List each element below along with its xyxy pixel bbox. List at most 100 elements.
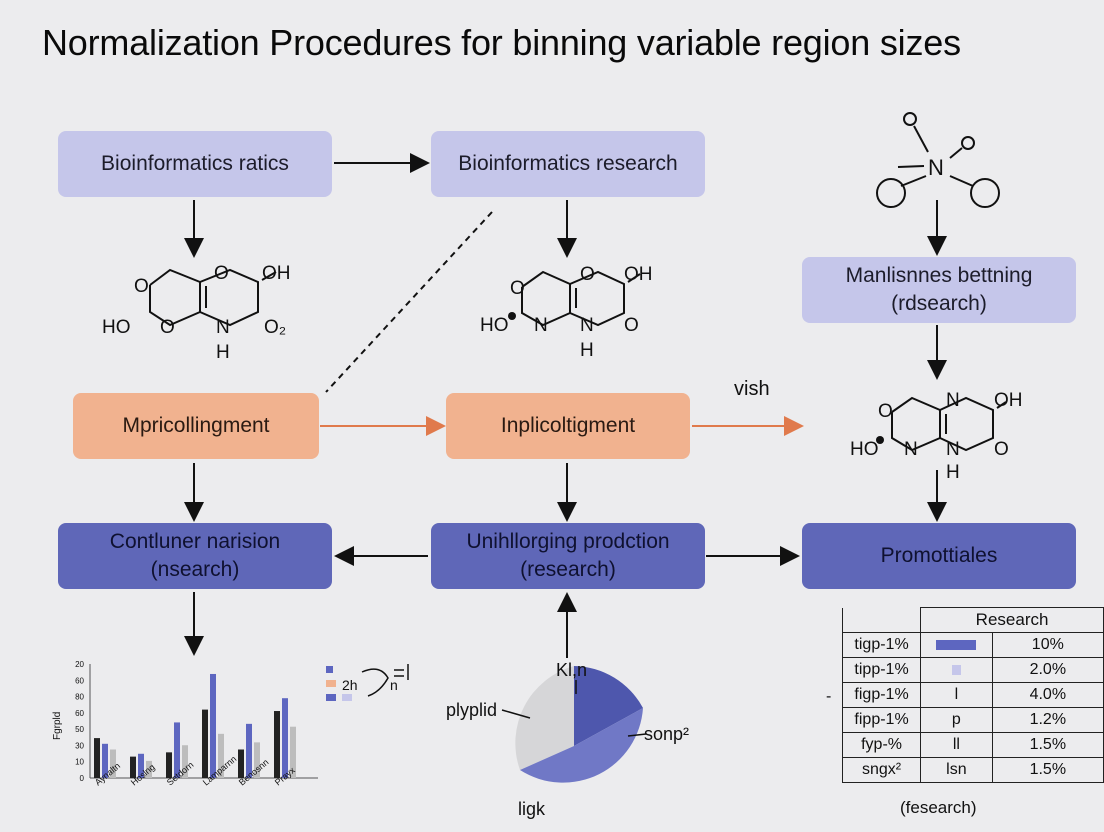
box-label-line1: Manlisnnes bettning [845,264,1033,287]
bar-swatch [936,639,977,650]
pie-slice-light [515,666,574,770]
molecule-2-labels: O O OH HO N N H O [480,264,653,361]
table-header-blank [841,607,921,633]
box-label-line2: (nsearch) [150,558,240,581]
bar-ytick-label: 50 [75,725,84,734]
atom-h: H [216,342,230,363]
molecule-3 [891,396,1007,452]
molecule-2 [521,270,641,327]
atom-o: O [580,264,595,285]
table-cell: fipp-1% [841,707,922,733]
box-label: Inplicoltigment [500,414,636,437]
table-header: Research [920,607,1104,633]
bar-swatch [951,664,961,675]
pie-slice-mid [520,708,643,783]
legend-label-n: n [390,677,398,693]
table-cell: p [920,707,993,733]
table-cell: 1.5% [991,732,1104,758]
atom-dot [876,436,884,444]
atom-dot [508,312,516,320]
box-label-line1: Contluner narision [109,530,281,553]
box-label-line1: Unihllorging prodction [466,530,670,553]
bar-1-1 [138,753,144,778]
molecule-1-labels: O O OH HO O N H O₂ [102,263,291,363]
table-row: tipp-1% 2.0% [841,657,1104,683]
bar-ytick-label: 0 [80,774,85,783]
box-promottiales: Promottiales [802,523,1076,589]
box-label: Promottiales [880,544,998,567]
bar-ytick-label: 60 [75,676,84,685]
table-cell: sngx² [841,757,922,783]
table-row: fipp-1% p 1.2% [841,707,1104,733]
table-cell: l [920,682,993,708]
atom-n: N [946,439,960,460]
bar-ylabel: Fgrpld [52,712,63,740]
pie-label-top: Kl,n [556,660,587,680]
bar-4-1 [246,723,252,778]
table-cell: 1.2% [991,707,1104,733]
pie-label-bottom: ligk [518,799,546,819]
legend-swatch-blue-2 [326,694,336,701]
table-cell: tipp-1% [841,657,922,683]
table-cell-bar [920,657,993,683]
box-bioinformatics-ratics: Bioinformatics ratics [58,131,332,197]
dashed-connector [325,211,493,393]
atom-o: O [134,276,149,297]
bar-3-2 [218,733,224,778]
bar-ytick-label: 60 [75,709,84,718]
bar-3-1 [210,673,216,778]
legend-swatch-lav [342,694,352,701]
table-row: fyp-% ll 1.5% [841,732,1104,758]
bar-5-2 [290,726,296,778]
table-cell: fyp-% [841,732,922,758]
table-cell: ll [920,732,993,758]
pie-label-right: sonp² [644,724,689,744]
table-row: figp-1% l 4.0% [841,682,1104,708]
bar-ytick-label: 30 [75,741,84,750]
table-cell: lsn [920,757,993,783]
atom-o: O [624,315,639,336]
box-label: Bioinformatics research [458,152,678,175]
atom-o: O [510,278,525,299]
atom-o: O [994,439,1009,460]
atom-n: N [928,155,944,180]
bar-2-2 [182,745,188,778]
table-cell: 10% [991,632,1104,658]
bar-4-2 [254,742,260,778]
table-dash: - [826,688,832,705]
legend-label-2h: 2h [342,677,358,693]
bar-0-1 [102,743,108,778]
atom-h: H [946,462,960,483]
table-cell: tigp-1% [841,632,922,658]
atom-h: H [580,340,594,361]
atom-n: N [946,390,960,411]
page-title: Normalization Procedures for binning var… [42,22,961,63]
bar-ytick-label: 20 [75,660,84,669]
bar-2-1 [174,722,180,778]
molecule-1 [149,268,277,327]
legend-swatch-blue [326,666,333,673]
atom-o: O [878,401,893,422]
box-bioinformatics-research: Bioinformatics research [431,131,705,197]
bar-1-0 [130,756,136,778]
bar-1-2 [146,760,152,778]
atom-o2: O₂ [264,317,286,338]
bar-0-0 [94,738,100,778]
table-cell: 2.0% [991,657,1104,683]
nitro-group [876,112,1000,208]
bar-5-1 [282,698,288,778]
atom-oh: OH [994,390,1023,411]
bar-ytick-label: 10 [75,758,84,767]
atom-oh: OH [262,263,291,284]
atom-oh: OH [624,264,653,285]
atom-n: N [534,315,548,336]
pie-slice-dark [574,666,643,746]
box-unihllorging-prodction: Unihllorging prodction (research) [431,523,705,589]
bar-3-0 [202,709,208,778]
legend-glyph [361,664,409,697]
table-cell: figp-1% [841,682,922,708]
